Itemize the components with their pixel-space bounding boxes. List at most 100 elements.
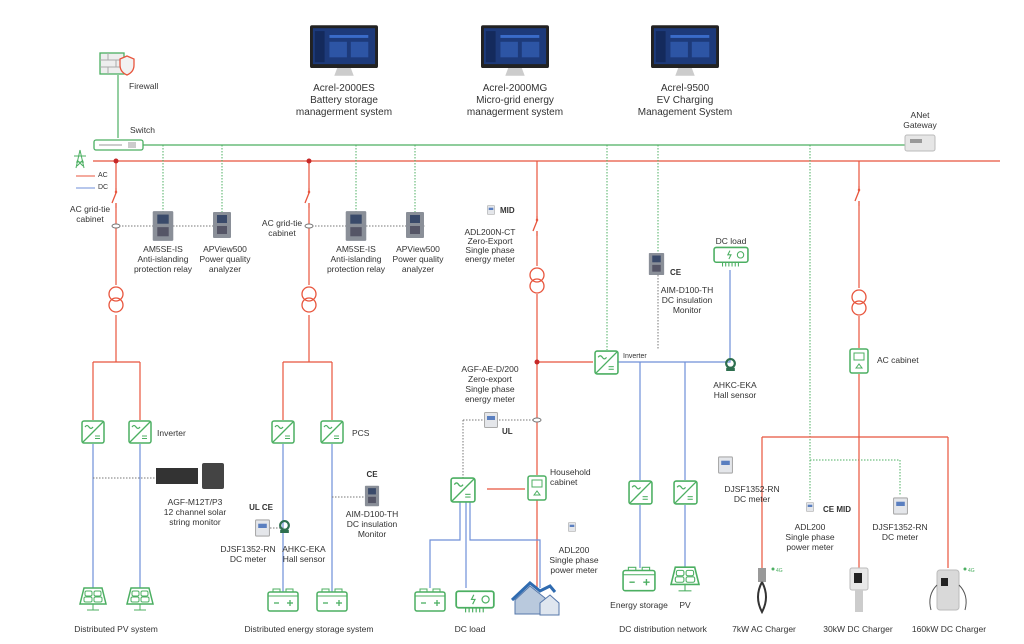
firewall-icon: [99, 52, 135, 76]
djsf1352-meter-icon: [718, 456, 733, 474]
string-monitor-label: AGF-M12T/P3 12 channel solar string moni…: [163, 497, 227, 527]
breaker-icon: [111, 188, 118, 208]
inverter-icon: [81, 420, 105, 444]
pv-panel-icon: [670, 566, 700, 592]
dcnet-load-label: DC load: [715, 236, 747, 246]
pcs-icon: [271, 420, 295, 444]
hybrid-inverter-icon: [450, 477, 476, 503]
ul-badge: UL: [502, 427, 513, 436]
household-cabinet-label: Household cabinet: [550, 467, 591, 487]
pv-analyzer-label: APView500 Power quality analyzer: [199, 244, 251, 274]
pv-panel-icon: [79, 587, 107, 611]
dcnet-inverter-label: Inverter: [623, 353, 647, 360]
pcs-label: PCS: [352, 428, 370, 438]
transformer-icon: [301, 286, 317, 313]
ess-system-title: Distributed energy storage system: [244, 624, 374, 634]
aim-d100-icon: [364, 485, 380, 507]
battery-icon: [622, 566, 656, 592]
dcnet-meter-label: DJSF1352-RN DC meter: [724, 484, 780, 504]
ul-ce-badge: UL CE: [249, 503, 273, 512]
pv-system-title: Distributed PV system: [74, 624, 158, 634]
breaker-icon: [304, 188, 311, 208]
ev-djsf-label: DJSF1352-RN DC meter: [872, 522, 928, 542]
djsf1352-meter-icon: [893, 497, 908, 515]
battery-icon: [414, 588, 446, 612]
adl200-label: ADL200 Single phase power meter: [549, 545, 599, 575]
switch-label: Switch: [130, 125, 156, 135]
legend-dc: DC: [98, 184, 109, 191]
hall-sensor-icon: [279, 520, 290, 533]
transformer-icon: [108, 286, 124, 313]
acrel-2000mg-monitor-icon: [481, 25, 549, 76]
acrel-9500-label: Acrel-9500 EV Charging Management System: [637, 83, 733, 118]
adl200n-ct-meter-icon: [487, 205, 495, 215]
ess-cabinet-label: AC grid-tie cabinet: [261, 218, 303, 238]
firewall-label: Firewall: [129, 81, 159, 91]
dc-load-icon: [455, 590, 495, 614]
energy-storage-label: Energy storage: [610, 600, 668, 610]
transformer-icon: [529, 267, 545, 294]
pv-panel-icon: [126, 587, 154, 611]
gateway-icon: [904, 134, 936, 152]
ev-adl200-label: ADL200 Single phase power meter: [785, 522, 835, 552]
gateway-label: ANet Gateway: [903, 110, 937, 130]
agf-ae-meter-icon: [484, 411, 498, 429]
ess-hall-label: AHKC-EKA Hall sensor: [282, 544, 326, 564]
wifi-icon: [963, 567, 967, 571]
dc-charger-160kw-icon: [929, 569, 967, 611]
transformer-icon: [851, 289, 867, 316]
ess-meter-label: DJSF1352-RN DC meter: [220, 544, 276, 564]
breaker-icon: [532, 216, 539, 236]
dc-converter-icon: [673, 480, 698, 505]
dc-converter-icon: [628, 480, 653, 505]
apview500-icon: [406, 212, 424, 238]
agf-ae-label: AGF-AE-D/200 Zero-export Single phase en…: [461, 364, 519, 404]
dcnet-imd-label: AIM-D100-TH DC insulation Monitor: [660, 285, 714, 315]
adl200-meter-icon: [568, 522, 576, 532]
dc-load-title: DC load: [454, 624, 486, 634]
house-icon: [510, 581, 560, 616]
acrel-2000es-monitor-icon: [310, 25, 378, 76]
pcs-icon: [320, 420, 344, 444]
breaker-icon: [854, 186, 861, 206]
ce-mid-badge: CE MID: [823, 505, 851, 514]
ess-imd-label: AIM-D100-TH DC insulation Monitor: [345, 509, 399, 539]
aim-d100-icon: [648, 252, 665, 276]
am5se-is-relay-icon: [345, 211, 367, 241]
djsf1352-meter-icon: [255, 519, 270, 537]
4g-badge: 4G: [776, 568, 783, 574]
ac-cabinet-label: AC cabinet: [877, 355, 919, 365]
legend-ac: AC: [98, 172, 108, 179]
charger-160kw-label: 160kW DC Charger: [911, 624, 987, 634]
mid-badge: MID: [500, 206, 515, 215]
acrel-2000es-label: Acrel-2000ES Battery storage managerment…: [295, 83, 393, 118]
am5se-is-relay-icon: [152, 211, 174, 241]
dc-load-icon: [713, 246, 749, 268]
inverter-icon: [594, 350, 619, 375]
ac-charger-icon: [757, 568, 767, 615]
adl200n-ct-label: ADL200N-CT Zero-Export Single phase ener…: [464, 227, 516, 264]
string-monitor-icon: [156, 463, 224, 489]
inverter-icon: [128, 420, 152, 444]
grid-tower-icon: [74, 149, 86, 169]
battery-icon: [267, 588, 299, 612]
ess-relay-label: AM5SE-IS Anti-islanding protection relay: [326, 244, 386, 274]
ac-cabinet-icon: [849, 348, 869, 374]
4g-badge: 4G: [968, 568, 975, 574]
charger-7kw-label: 7kW AC Charger: [732, 624, 796, 634]
pv-relay-label: AM5SE-IS Anti-islanding protection relay: [133, 244, 193, 274]
battery-icon: [316, 588, 348, 612]
ce-badge: CE: [366, 470, 378, 479]
pv-inverter-label: Inverter: [157, 428, 186, 438]
wifi-icon: [771, 567, 775, 571]
apview500-icon: [213, 212, 231, 238]
ess-analyzer-label: APView500 Power quality analyzer: [392, 244, 444, 274]
dc-charger-30kw-icon: [849, 567, 869, 612]
adl200-meter-icon: [806, 502, 814, 512]
household-cabinet-icon: [527, 475, 547, 501]
dcnet-hall-label: AHKC-EKA Hall sensor: [713, 380, 757, 400]
acrel-9500-monitor-icon: [651, 25, 719, 76]
acrel-2000mg-label: Acrel-2000MG Micro-grid energy managerme…: [466, 83, 564, 118]
